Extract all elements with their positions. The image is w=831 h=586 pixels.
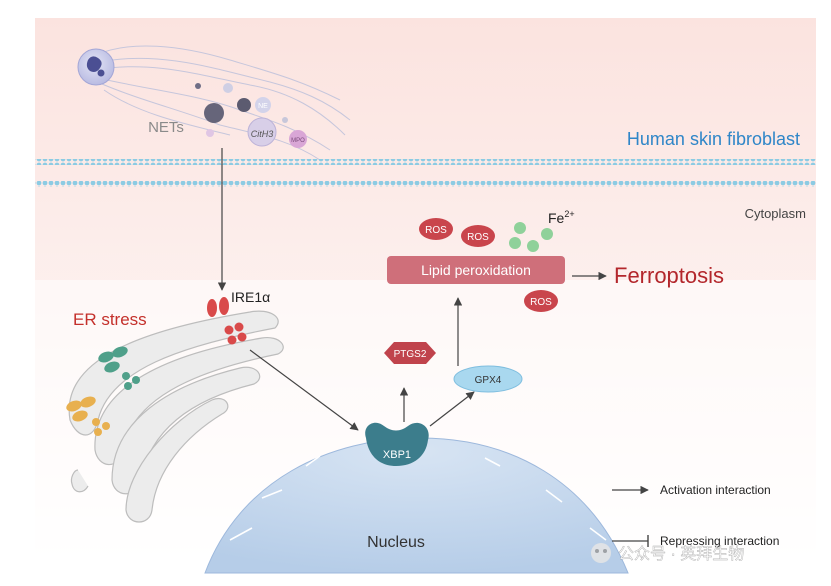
ros-label-2: ROS	[467, 232, 489, 243]
fe-symbol: Fe	[548, 210, 565, 226]
gpx4-protein	[453, 365, 523, 393]
cytoplasm-label: Cytoplasm	[745, 206, 806, 221]
membrane-inner-leaflet	[35, 181, 816, 187]
ros-label-1: ROS	[425, 225, 447, 236]
arrow-xbp1-to-gpx4	[429, 391, 475, 427]
fe-label: Fe2+	[548, 209, 575, 226]
gpx4-label: GPX4	[475, 375, 502, 386]
er-protein-green	[98, 346, 140, 390]
nets-label: NETs	[148, 119, 184, 136]
legend: Activation interaction Repressing intera…	[612, 483, 779, 548]
iron-ions	[509, 222, 553, 252]
membrane-outer-leaflet	[35, 159, 816, 165]
cith3-label: CitH3	[251, 129, 274, 139]
ptgs2-protein	[384, 342, 436, 364]
ros-molecule: ROS	[419, 218, 453, 240]
ros-molecule: ROS	[524, 290, 558, 312]
legend-activation-label: Activation interaction	[660, 483, 771, 497]
mpo-label: MPO	[291, 138, 305, 144]
ros-molecule: ROS	[461, 225, 495, 247]
er-protein-orange	[66, 396, 110, 436]
watermark: 公众号 · 英拜生物	[591, 543, 744, 563]
er-stress-label: ER stress	[73, 310, 147, 329]
lipid-peroxidation-box	[387, 256, 565, 284]
ros-label-3: ROS	[530, 297, 552, 308]
xbp1-label: XBP1	[383, 449, 411, 461]
lipid-peroxidation-label: Lipid peroxidation	[421, 262, 531, 278]
ferroptosis-label: Ferroptosis	[614, 263, 724, 288]
arrow-ire1a-to-xbp1	[249, 349, 359, 431]
ne-label: NE	[258, 103, 268, 110]
ire1a-protein	[207, 297, 247, 345]
neutrophil-cell	[77, 48, 115, 86]
endoplasmic-reticulum	[68, 310, 284, 523]
fe-charge: 2+	[564, 209, 574, 219]
nuclear-pores	[229, 455, 607, 541]
legend-repressing-label: Repressing interaction	[660, 534, 779, 548]
ire1a-label: IRE1α	[231, 289, 270, 305]
net-granules	[195, 83, 307, 148]
nucleus-label: Nucleus	[367, 534, 425, 551]
watermark-text: 公众号 · 英拜生物	[618, 545, 744, 563]
xbp1-protein	[365, 422, 429, 466]
cell-type-label: Human skin fibroblast	[627, 129, 800, 149]
ptgs2-label: PTGS2	[394, 349, 427, 360]
